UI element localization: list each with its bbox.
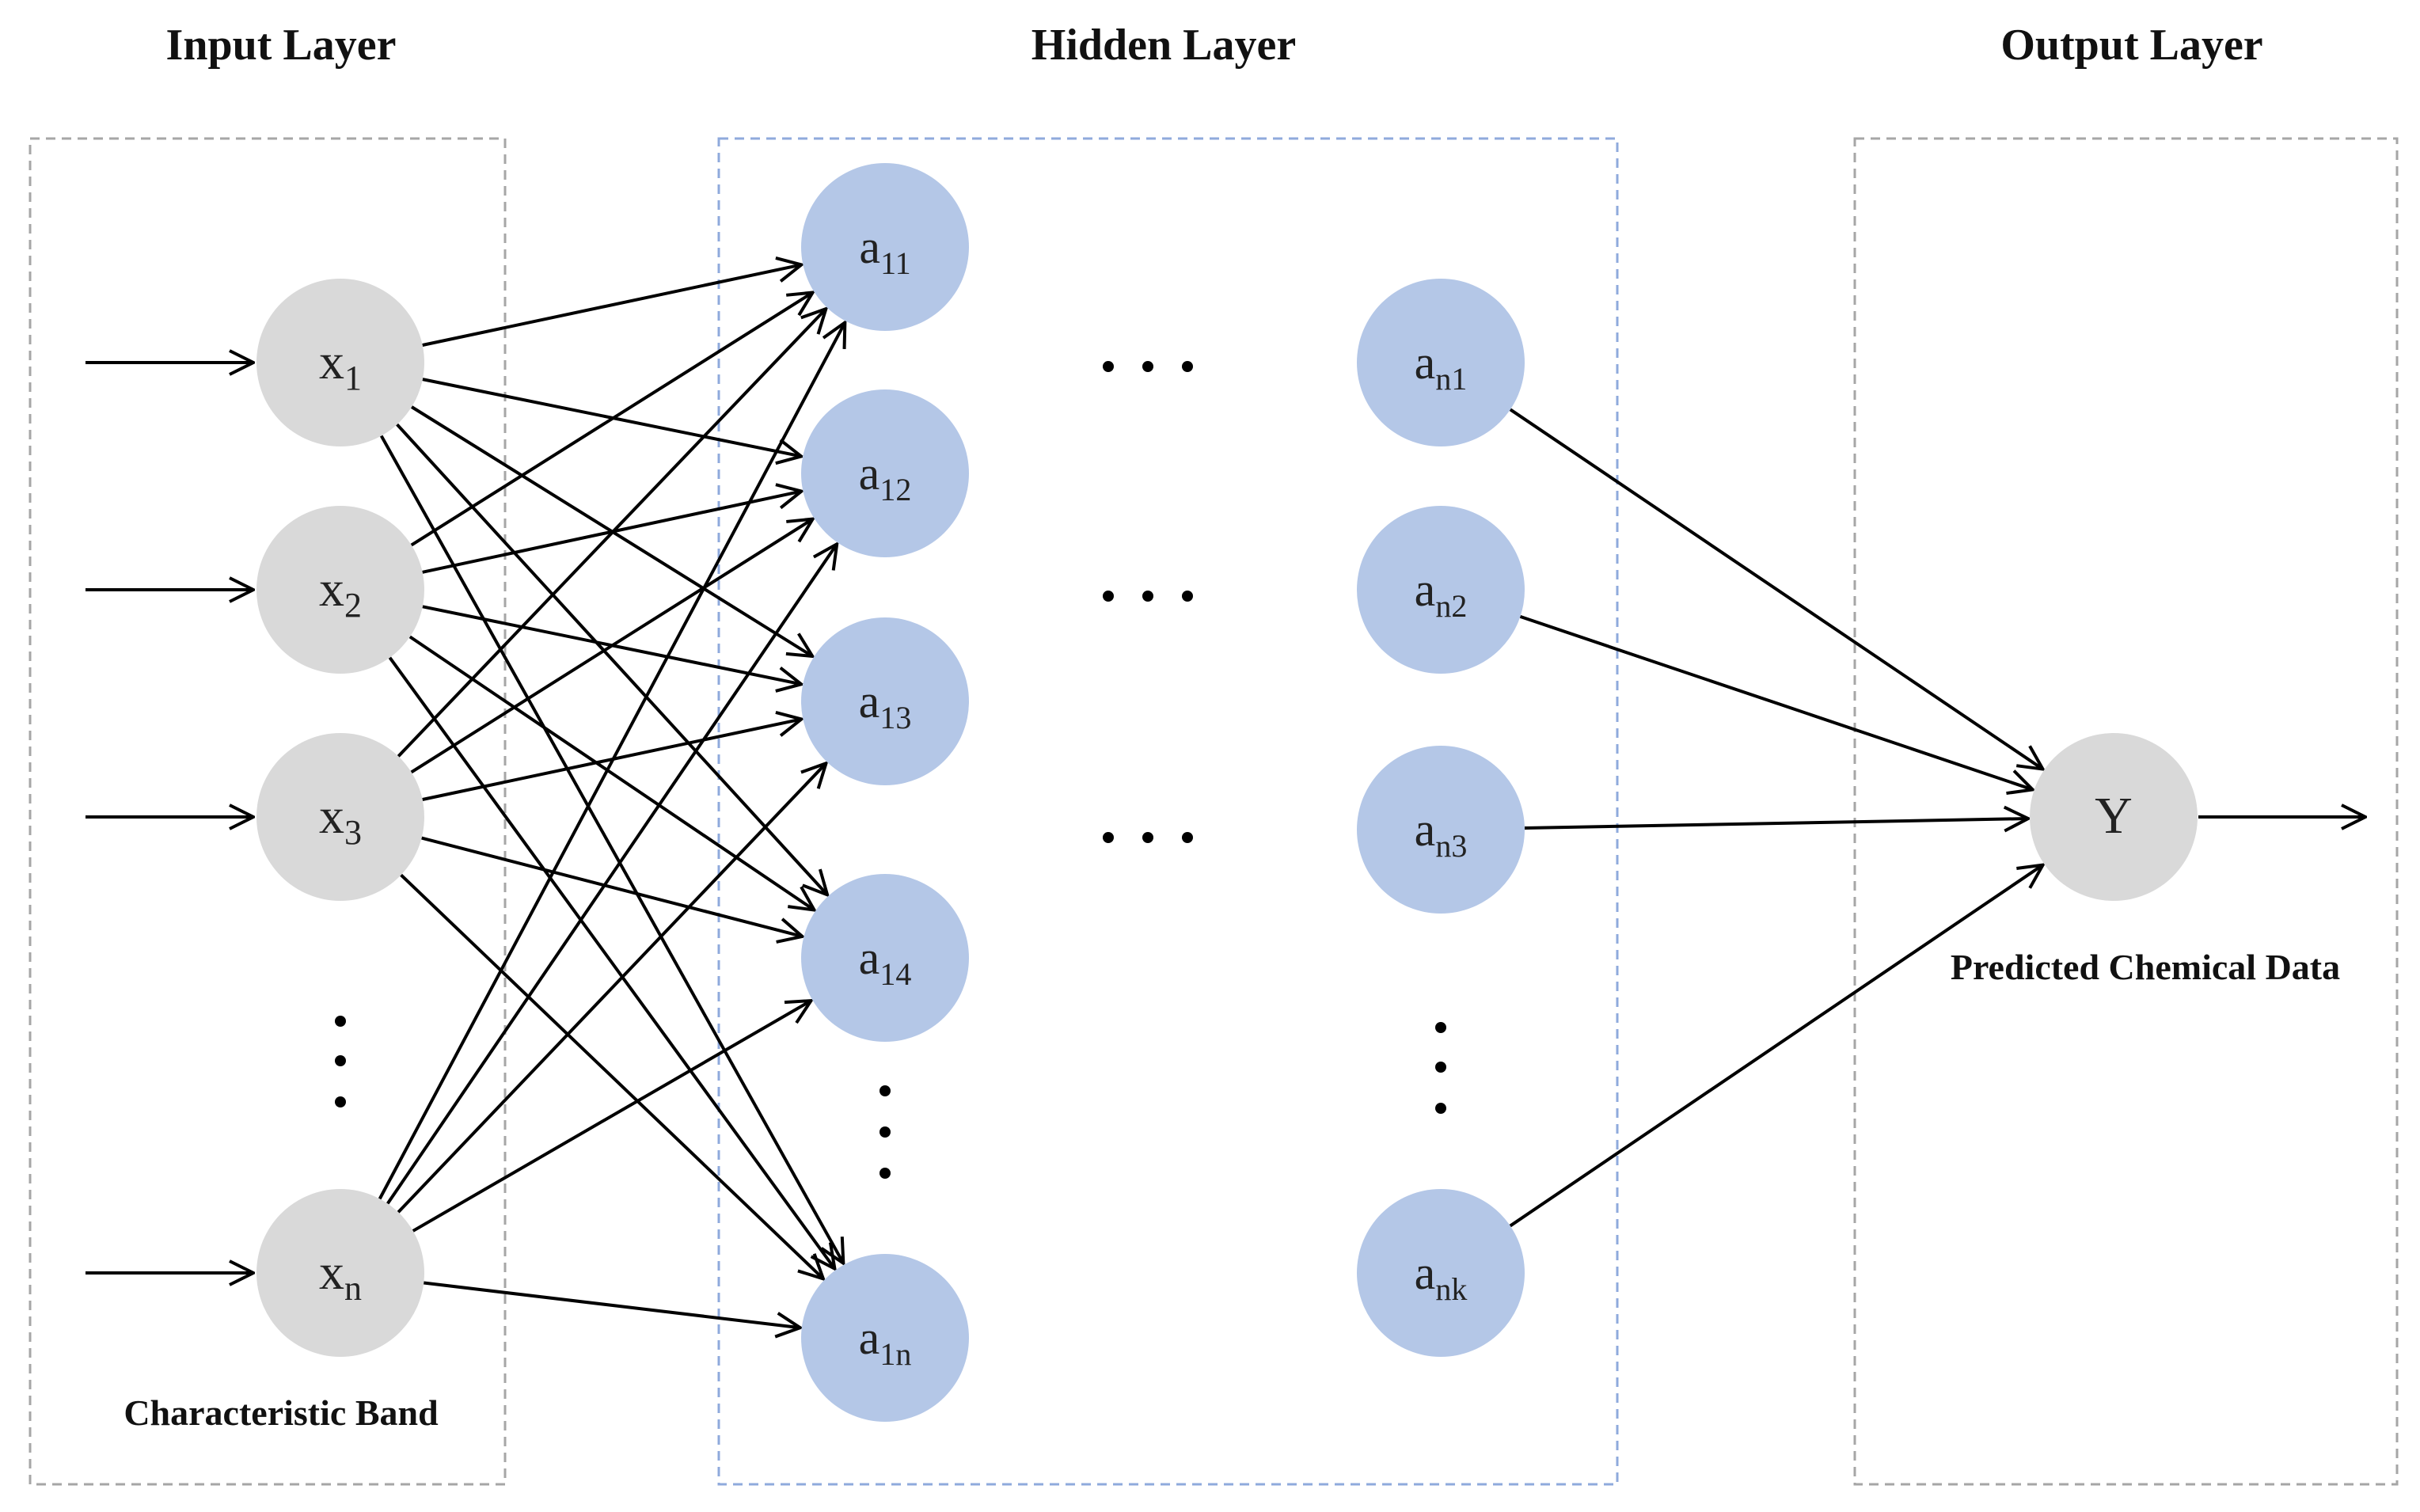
input-node-1: x2 bbox=[256, 506, 424, 674]
edge-x0-a14 bbox=[379, 435, 844, 1263]
input-node-2-circle bbox=[256, 733, 424, 901]
output-caption: Predicted Chemical Data bbox=[1951, 947, 2340, 987]
edge-x3-a14 bbox=[424, 1281, 800, 1328]
hidden-node-n-3-label: ank bbox=[1415, 1247, 1468, 1307]
ellipsis-hidden-coln-vertical bbox=[1435, 1022, 1446, 1114]
nodes: x1 x2 x3 xn a11 a12 a13 a14 a1n an1 an2 an3 ank Y bbox=[256, 163, 2198, 1422]
output-layer-box bbox=[1853, 137, 2399, 1486]
input-node-0: x1 bbox=[256, 279, 424, 446]
hidden-node-1-3-label: a14 bbox=[859, 932, 912, 992]
hidden-node-1-2-circle bbox=[801, 617, 969, 785]
hidden-node-n-0: an1 bbox=[1357, 279, 1525, 446]
edge-an3-y bbox=[1509, 865, 2043, 1228]
input-node-2-label: x3 bbox=[319, 788, 362, 852]
hidden-node-1-1: a12 bbox=[801, 389, 969, 557]
input-node-0-circle bbox=[256, 279, 424, 446]
hidden-node-1-0-label: a11 bbox=[859, 221, 910, 281]
hidden-node-1-2-label: a13 bbox=[859, 675, 912, 735]
output-node: Y bbox=[2030, 733, 2198, 901]
hidden-node-1-0-circle bbox=[801, 163, 969, 331]
input-arrows bbox=[85, 363, 253, 1273]
edge-x2-a11 bbox=[410, 519, 813, 774]
edge-x3-a12 bbox=[397, 763, 826, 1214]
hidden-node-n-1-circle bbox=[1357, 506, 1525, 674]
ellipsis-hidden-row1 bbox=[1103, 361, 1193, 372]
edge-x0-a13 bbox=[396, 423, 828, 895]
edge-x2-a14 bbox=[400, 873, 823, 1278]
hidden-node-n-2-label: an3 bbox=[1415, 803, 1468, 864]
hidden-node-n-1: an2 bbox=[1357, 506, 1525, 674]
hidden-node-1-4: a1n bbox=[801, 1254, 969, 1422]
input-node-0-label: x1 bbox=[319, 333, 362, 397]
hidden-node-n-0-circle bbox=[1357, 279, 1525, 446]
input-layer-box bbox=[28, 137, 507, 1486]
input-node-3: xn bbox=[256, 1189, 424, 1357]
hidden-layer-box bbox=[717, 137, 1619, 1486]
ellipsis-hidden-col1-vertical bbox=[879, 1085, 891, 1179]
hidden-node-1-4-circle bbox=[801, 1254, 969, 1422]
edge-x2-a10 bbox=[397, 309, 826, 758]
hidden-node-n-0-label: an1 bbox=[1415, 336, 1468, 397]
hidden-node-n-1-label: an2 bbox=[1415, 564, 1468, 624]
hidden-node-1-2: a13 bbox=[801, 617, 969, 785]
hidden-node-n-2-circle bbox=[1357, 746, 1525, 914]
hidden-node-n-2: an3 bbox=[1357, 746, 1525, 914]
hidden-node-1-4-label: a1n bbox=[859, 1312, 912, 1372]
connection-edges bbox=[378, 264, 2043, 1328]
input-node-3-label: xn bbox=[319, 1244, 362, 1308]
output-layer-heading: Output Layer bbox=[2000, 21, 2262, 70]
hidden-node-1-1-label: a12 bbox=[859, 447, 912, 507]
edge-x1-a14 bbox=[388, 656, 834, 1269]
hidden-node-n-3-circle bbox=[1357, 1189, 1525, 1357]
edge-x3-a11 bbox=[386, 544, 838, 1205]
output-node-circle bbox=[2030, 733, 2198, 901]
hidden-node-1-0: a11 bbox=[801, 163, 969, 331]
edge-x3-a10 bbox=[378, 322, 845, 1200]
ellipsis-hidden-row3 bbox=[1103, 832, 1193, 843]
input-layer-heading: Input Layer bbox=[166, 21, 397, 70]
edge-an1-y bbox=[1519, 615, 2032, 790]
edge-x1-a10 bbox=[410, 293, 813, 547]
input-node-3-circle bbox=[256, 1189, 424, 1357]
ellipsis-hidden-row2 bbox=[1103, 591, 1193, 602]
input-node-2: x3 bbox=[256, 733, 424, 901]
edge-an2-y bbox=[1524, 819, 2028, 828]
hidden-node-1-1-circle bbox=[801, 389, 969, 557]
ellipsis-input-vertical bbox=[335, 1016, 346, 1107]
output-node-label: Y bbox=[2095, 787, 2133, 845]
edge-x0-a10 bbox=[422, 264, 802, 347]
hidden-node-1-3: a14 bbox=[801, 874, 969, 1042]
hidden-node-1-3-circle bbox=[801, 874, 969, 1042]
edge-an0-y bbox=[1509, 408, 2043, 769]
edge-x1-a13 bbox=[408, 635, 815, 910]
edge-x3-a13 bbox=[412, 1001, 811, 1233]
hidden-node-n-3: ank bbox=[1357, 1189, 1525, 1357]
input-node-1-label: x2 bbox=[319, 560, 362, 625]
edge-x2-a13 bbox=[421, 836, 803, 936]
input-caption: Characteristic Band bbox=[123, 1392, 439, 1433]
hidden-layer-heading: Hidden Layer bbox=[1031, 21, 1296, 70]
input-node-1-circle bbox=[256, 506, 424, 674]
